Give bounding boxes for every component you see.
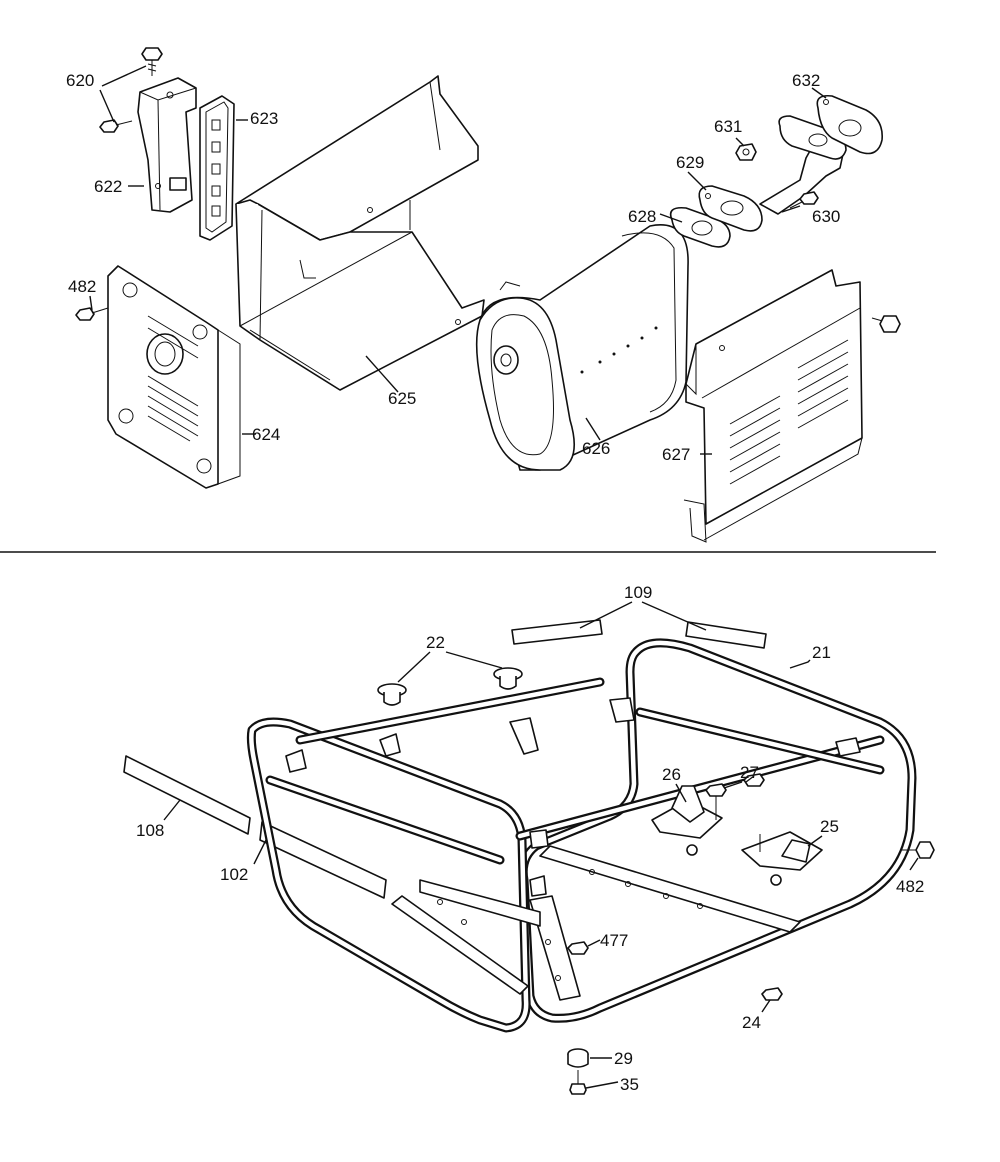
heat-shield-tray-625 <box>235 75 485 391</box>
label-626: 626 <box>582 439 610 458</box>
exhaust-pipe <box>759 115 847 215</box>
bolt-620-upper <box>141 47 163 76</box>
label-630: 630 <box>812 207 840 226</box>
bolt-35 <box>569 1070 587 1095</box>
label-35: 35 <box>620 1075 639 1094</box>
label-623: 623 <box>250 109 278 128</box>
spacer-29 <box>567 1048 589 1068</box>
label-631: 631 <box>714 117 742 136</box>
rubber-foot-22-left <box>377 683 407 706</box>
label-482-top: 482 <box>68 277 96 296</box>
bolt-620-lower <box>99 119 133 133</box>
label-21: 21 <box>812 643 831 662</box>
part-labels: 620 623 622 482 624 625 626 627 628 629 … <box>66 71 924 1094</box>
muffler-626 <box>475 224 689 471</box>
frame-21 <box>246 638 917 1033</box>
label-620: 620 <box>66 71 94 90</box>
nut-477 <box>567 941 589 955</box>
label-477: 477 <box>600 931 628 950</box>
label-102: 102 <box>220 865 248 884</box>
label-627: 627 <box>662 445 690 464</box>
mount-25 <box>741 831 823 886</box>
label-24: 24 <box>742 1013 761 1032</box>
nut-27-a <box>705 783 727 797</box>
decal-109 <box>511 619 767 649</box>
label-25: 25 <box>820 817 839 836</box>
label-109: 109 <box>624 583 652 602</box>
nut-631 <box>735 143 757 161</box>
decal-102 <box>259 821 387 899</box>
nut-27-b <box>743 773 765 787</box>
label-625: 625 <box>388 389 416 408</box>
rubber-foot-22-right <box>493 667 523 690</box>
mount-26 <box>651 785 723 856</box>
gasket-629 <box>698 185 763 232</box>
muffler-cover-627 <box>683 269 863 543</box>
bolt-482-bottom <box>902 841 935 859</box>
bolt-482-top <box>75 307 109 321</box>
heat-shield-624 <box>107 265 241 489</box>
gasket-628 <box>669 206 731 248</box>
label-482-bottom: 482 <box>896 877 924 896</box>
bolt-630 <box>789 191 819 209</box>
label-622: 622 <box>94 177 122 196</box>
decal-108 <box>123 755 251 835</box>
label-22: 22 <box>426 633 445 652</box>
bolt-cover-627 <box>871 315 901 333</box>
label-629: 629 <box>676 153 704 172</box>
leader-lines-bottom <box>163 601 919 1089</box>
label-624: 624 <box>252 425 280 444</box>
leader-lines-top <box>89 65 827 455</box>
label-632: 632 <box>792 71 820 90</box>
label-26: 26 <box>662 765 681 784</box>
bracket-622 <box>137 77 197 213</box>
nut-24 <box>761 987 783 1001</box>
gasket-623 <box>199 95 235 241</box>
label-628: 628 <box>628 207 656 226</box>
label-27: 27 <box>740 763 759 782</box>
label-29: 29 <box>614 1049 633 1068</box>
label-108: 108 <box>136 821 164 840</box>
